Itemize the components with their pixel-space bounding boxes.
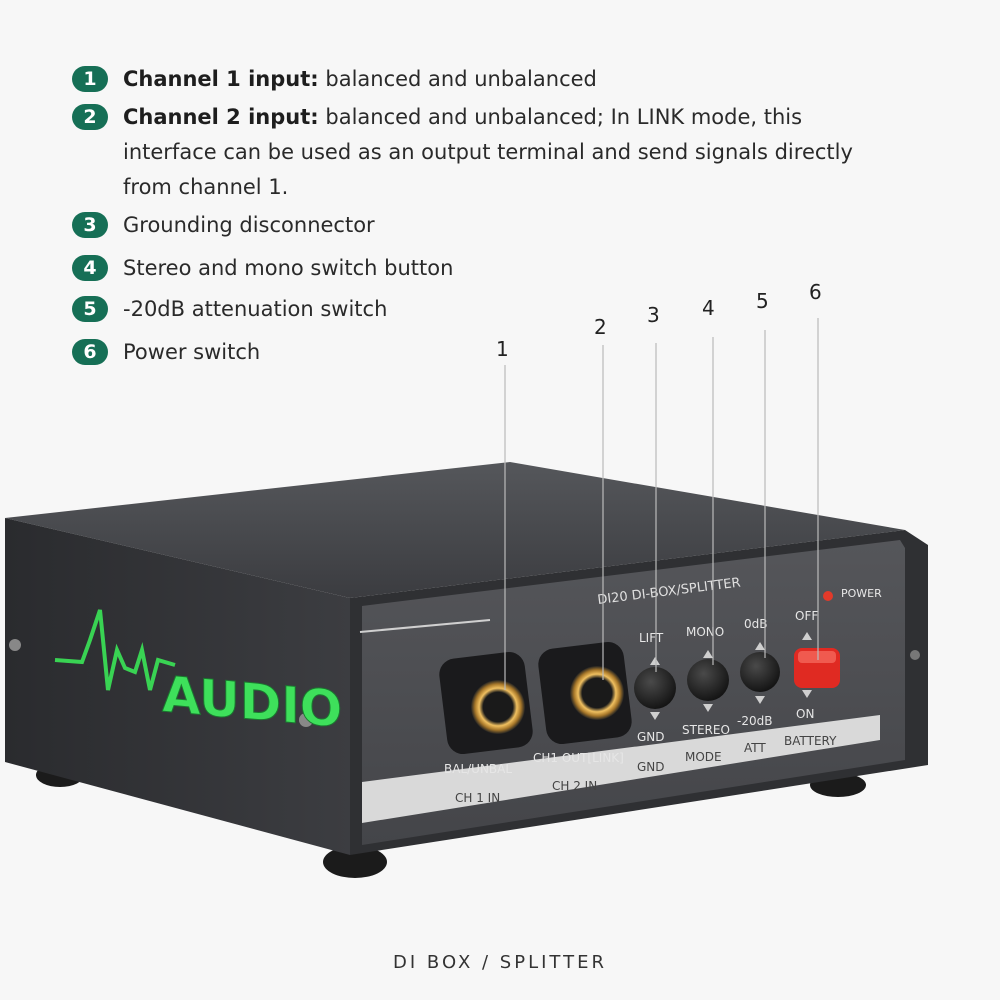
group-label: BATTERY [784,734,837,748]
callout-number: 4 [702,296,715,320]
screw [910,650,920,660]
rubber-foot [323,846,387,878]
switch-bottom-label: GND [637,730,665,744]
screw [9,639,21,651]
screw [299,713,313,727]
feature-number-badge: 1 [72,66,108,92]
channel-2-jack[interactable] [536,640,633,746]
power-led [823,591,833,601]
feature-title: Channel 2 input: [123,105,319,129]
panel-divider [359,619,491,633]
feature-description: Grounding disconnector [123,213,375,237]
chassis-side [5,518,350,855]
switch-top-label: 0dB [744,617,767,631]
feature-item-6: 6 Power switch [72,335,863,370]
power-led-label: POWER [841,587,882,600]
switch-top-label: MONO [686,625,724,639]
switch-bottom-label: STEREO [682,723,730,737]
callout-number: 6 [809,280,822,304]
callout-number: 2 [594,315,607,339]
switch-bottom-label: -20dB [737,714,772,728]
power-button[interactable] [794,632,840,698]
feature-description: Stereo and mono switch button [123,256,454,280]
chassis-top [5,462,905,598]
callout-number: 1 [496,337,509,361]
feature-item-4: 4 Stereo and mono switch button [72,251,863,286]
feature-number-badge: 4 [72,255,108,281]
feature-item-3: 3 Grounding disconnector [72,208,863,243]
attenuation-switch[interactable] [740,642,780,704]
feature-description: -20dB attenuation switch [123,297,388,321]
feature-item-1: 1 Channel 1 input: balanced and unbalanc… [72,62,863,97]
callout-number: 5 [756,289,769,313]
feature-number-badge: 3 [72,212,108,238]
label-strip [362,715,880,823]
feature-description: balanced and unbalanced; In LINK mode, t… [123,105,853,199]
group-label: GND [637,760,665,774]
feature-number-badge: 6 [72,339,108,365]
group-label: CH 1 IN [455,791,500,805]
group-label: MODE [685,750,722,764]
jack-label: CH1 OUT[LINK] [533,751,624,765]
jack-label: BAL/UNBAL [444,762,512,776]
group-label: CH 2 IN [552,779,597,793]
switch-top-label: OFF [795,609,818,623]
feature-description: Power switch [123,340,261,364]
feature-item-2: 2 Channel 2 input: balanced and unbalanc… [72,100,863,205]
feature-item-5: 5 -20dB attenuation switch [72,292,863,327]
group-label: ATT [744,741,766,755]
pulse-logo [54,609,176,691]
switch-top-label: LIFT [639,631,664,645]
callout-number: 3 [647,303,660,327]
feature-number-badge: 2 [72,104,108,130]
switch-bottom-label: ON [796,707,814,721]
product-caption: DI BOX / SPLITTER [393,952,607,973]
feature-title: Channel 1 input: [123,67,319,91]
feature-description: balanced and unbalanced [325,67,597,91]
feature-number-badge: 5 [72,296,108,322]
ground-lift-switch[interactable] [634,657,676,720]
mode-switch[interactable] [687,650,729,712]
channel-1-jack[interactable] [437,650,534,756]
